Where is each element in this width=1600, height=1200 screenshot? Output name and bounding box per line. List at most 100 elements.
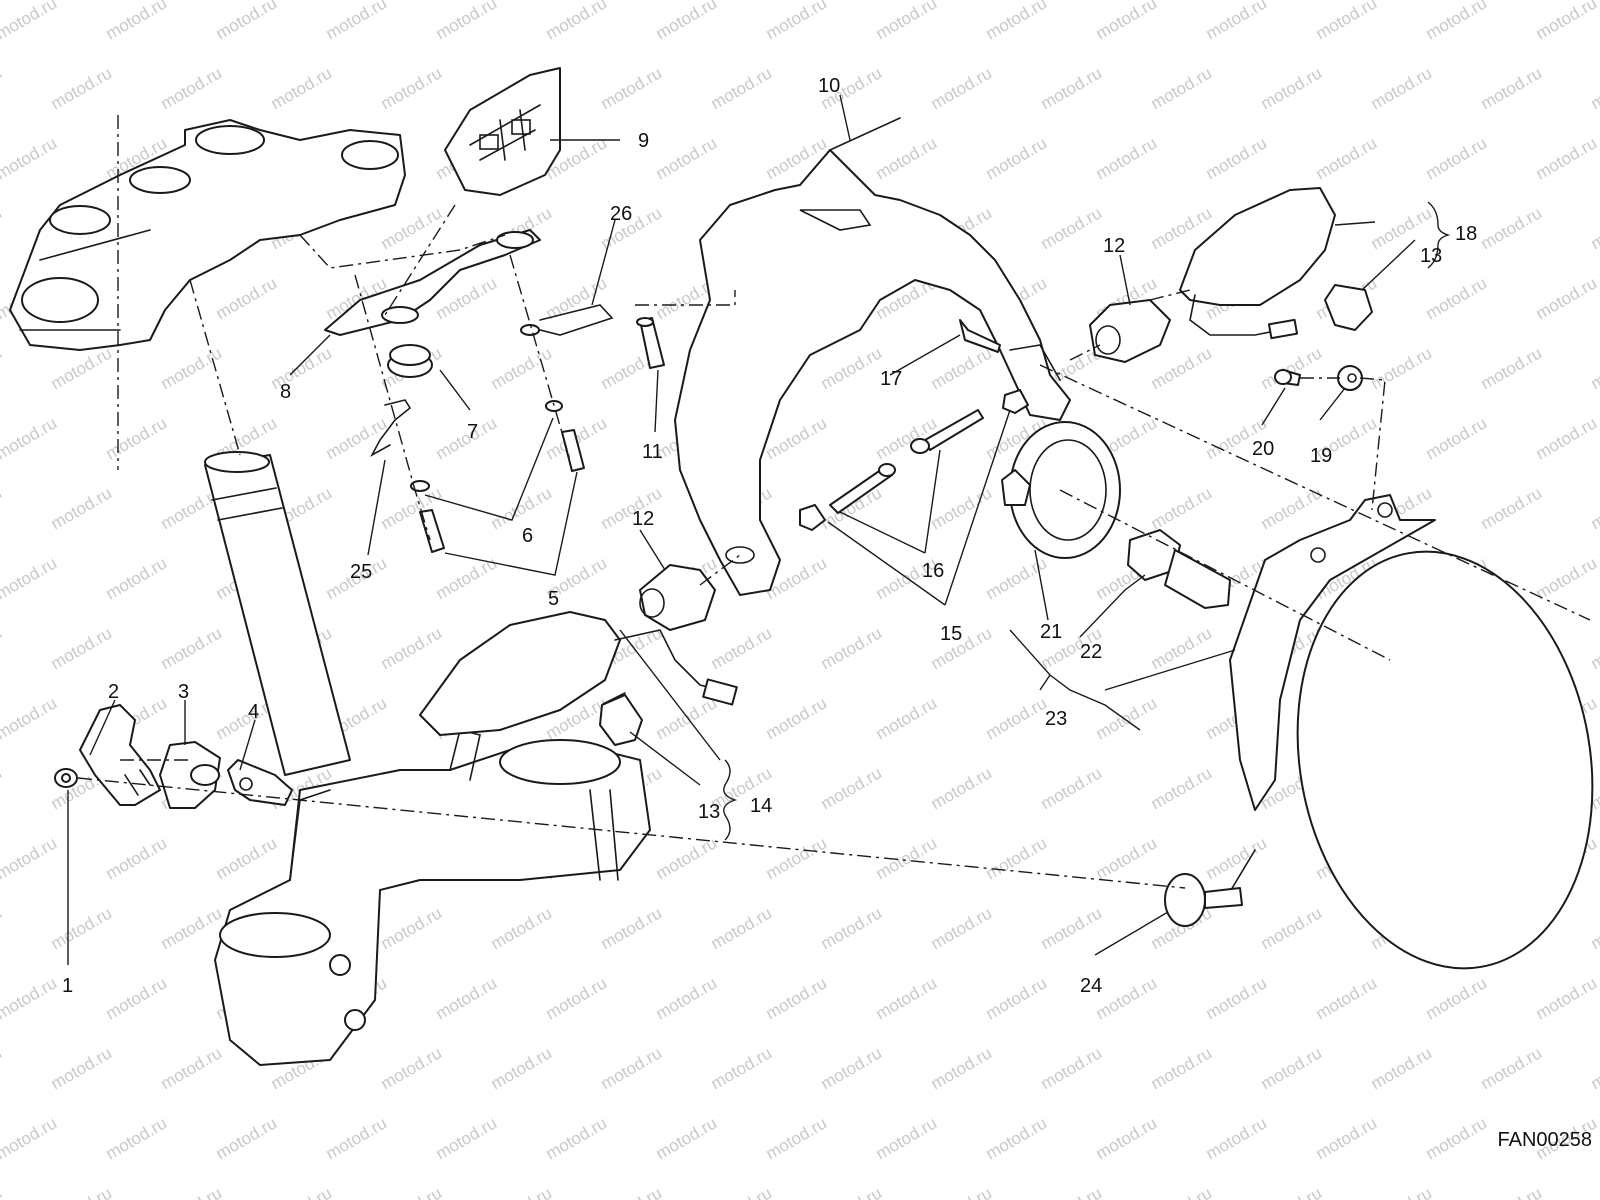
watermark-text: motod.ru bbox=[0, 63, 5, 113]
watermark-text: motod.ru bbox=[103, 413, 171, 463]
watermark-text: motod.ru bbox=[1258, 63, 1326, 113]
callout-25: 25 bbox=[350, 561, 372, 583]
watermark-text: motod.ru bbox=[0, 903, 5, 953]
watermark-text: motod.ru bbox=[1258, 1183, 1326, 1200]
watermark-text: motod.ru bbox=[1093, 833, 1161, 883]
callout-7: 7 bbox=[467, 421, 478, 443]
watermark-text: motod.ru bbox=[1588, 63, 1600, 113]
watermark-text: motod.ru bbox=[1423, 413, 1491, 463]
watermark-text: motod.ru bbox=[928, 1043, 996, 1093]
watermark-text: motod.ru bbox=[0, 413, 60, 463]
watermark-text: motod.ru bbox=[268, 63, 336, 113]
callout-11: 11 bbox=[642, 441, 663, 463]
watermark-text: motod.ru bbox=[0, 623, 5, 673]
watermark-text: motod.ru bbox=[0, 1183, 5, 1200]
watermark-text: motod.ru bbox=[48, 343, 116, 393]
watermark-text: motod.ru bbox=[1038, 1183, 1106, 1200]
watermark-text: motod.ru bbox=[1148, 343, 1216, 393]
watermark-text: motod.ru bbox=[1258, 483, 1326, 533]
watermark-text: motod.ru bbox=[1588, 1043, 1600, 1093]
watermark-text: motod.ru bbox=[0, 133, 60, 183]
part-21-bulb-holder bbox=[1001, 421, 1121, 559]
part-20-screw bbox=[1274, 369, 1301, 386]
watermark-text: motod.ru bbox=[1203, 0, 1271, 43]
part-15-clips bbox=[799, 389, 1029, 531]
part-4-connector bbox=[227, 759, 293, 806]
watermark-text: motod.ru bbox=[48, 1183, 116, 1200]
watermark-text: motod.ru bbox=[488, 343, 556, 393]
part-19-grommet bbox=[1337, 365, 1363, 391]
part-6-washers bbox=[410, 324, 563, 492]
watermark-text: motod.ru bbox=[378, 63, 446, 113]
watermark-text: motod.ru bbox=[1478, 63, 1546, 113]
watermark-text: motod.ru bbox=[103, 553, 171, 603]
watermark-text: motod.ru bbox=[653, 133, 721, 183]
watermark-text: motod.ru bbox=[1368, 63, 1436, 113]
callout-1: 1 bbox=[62, 975, 73, 997]
watermark-text: motod.ru bbox=[1313, 973, 1381, 1023]
watermark-text: motod.ru bbox=[1038, 63, 1106, 113]
watermark-text: motod.ru bbox=[708, 623, 776, 673]
watermark-text: motod.ru bbox=[1313, 1113, 1381, 1163]
watermark-text: motod.ru bbox=[433, 0, 501, 43]
right-turn-signal-mount bbox=[1089, 299, 1171, 363]
watermark-text: motod.ru bbox=[213, 833, 281, 883]
watermark-text: motod.ru bbox=[323, 413, 391, 463]
watermark-text: motod.ru bbox=[0, 483, 5, 533]
watermark-text: motod.ru bbox=[983, 133, 1051, 183]
callout-13-right: 13 bbox=[1420, 245, 1442, 267]
watermark-text: motod.ru bbox=[653, 1113, 721, 1163]
watermark-text: motod.ru bbox=[0, 973, 60, 1023]
watermark-text: motod.ru bbox=[0, 0, 60, 43]
watermark-text: motod.ru bbox=[708, 1183, 776, 1200]
watermark-text: motod.ru bbox=[0, 1113, 60, 1163]
callout-15: 15 bbox=[940, 623, 962, 645]
watermark-text: motod.ru bbox=[653, 693, 721, 743]
watermark-text: motod.ru bbox=[0, 203, 5, 253]
watermark-text: motod.ru bbox=[0, 1043, 5, 1093]
callout-19: 19 bbox=[1310, 445, 1332, 467]
watermark-text: motod.ru bbox=[48, 483, 116, 533]
watermark-text: motod.ru bbox=[763, 833, 831, 883]
left-turn-signal bbox=[419, 611, 738, 736]
watermark-text: motod.ru bbox=[818, 903, 886, 953]
callout-labels: 1 2 3 4 5 6 7 8 9 10 11 12 12 13 13 14 1… bbox=[62, 75, 1477, 997]
watermark-text: motod.ru bbox=[158, 63, 226, 113]
watermark-text: motod.ru bbox=[1533, 413, 1600, 463]
watermark-text: motod.ru bbox=[378, 203, 446, 253]
watermark-text: motod.ru bbox=[378, 1043, 446, 1093]
watermark-text: motod.ru bbox=[1533, 133, 1600, 183]
watermark-text: motod.ru bbox=[48, 63, 116, 113]
watermark-text: motod.ru bbox=[488, 1183, 556, 1200]
callout-3: 3 bbox=[178, 681, 189, 703]
callout-8: 8 bbox=[280, 381, 291, 403]
right-turn-signal-bulb bbox=[1324, 284, 1373, 331]
watermark-text: motod.ru bbox=[0, 343, 5, 393]
watermark-text: motod.ru bbox=[1203, 133, 1271, 183]
watermark-text: motod.ru bbox=[1368, 343, 1436, 393]
watermark-text: motod.ru bbox=[1093, 973, 1161, 1023]
watermark-text: motod.ru bbox=[873, 833, 941, 883]
headlight-housing bbox=[1224, 494, 1594, 970]
watermark-text: motod.ru bbox=[1533, 973, 1600, 1023]
callout-21: 21 bbox=[1040, 621, 1062, 643]
watermark-text: motod.ru bbox=[763, 1113, 831, 1163]
watermark-text: motod.ru bbox=[1533, 0, 1600, 43]
watermark-text: motod.ru bbox=[1368, 1183, 1436, 1200]
watermark-text: motod.ru bbox=[928, 63, 996, 113]
watermark-text: motod.ru bbox=[873, 693, 941, 743]
watermark-text: motod.ru bbox=[1368, 1043, 1436, 1093]
part-16-screws bbox=[829, 409, 984, 514]
part-24-rubber-mount bbox=[1164, 873, 1243, 927]
watermark-text: motod.ru bbox=[1423, 1113, 1491, 1163]
watermark-text: motod.ru bbox=[103, 0, 171, 43]
watermark-text: motod.ru bbox=[1588, 903, 1600, 953]
watermark-text: motod.ru bbox=[323, 1113, 391, 1163]
watermark-text: motod.ru bbox=[763, 0, 831, 43]
watermark-text: motod.ru bbox=[1478, 343, 1546, 393]
watermark-text: motod.ru bbox=[1038, 203, 1106, 253]
callout-18: 18 bbox=[1455, 223, 1477, 245]
part-7-grommet bbox=[387, 344, 433, 378]
left-turn-signal-bulb bbox=[599, 692, 643, 746]
watermark-text: motod.ru bbox=[1313, 133, 1381, 183]
